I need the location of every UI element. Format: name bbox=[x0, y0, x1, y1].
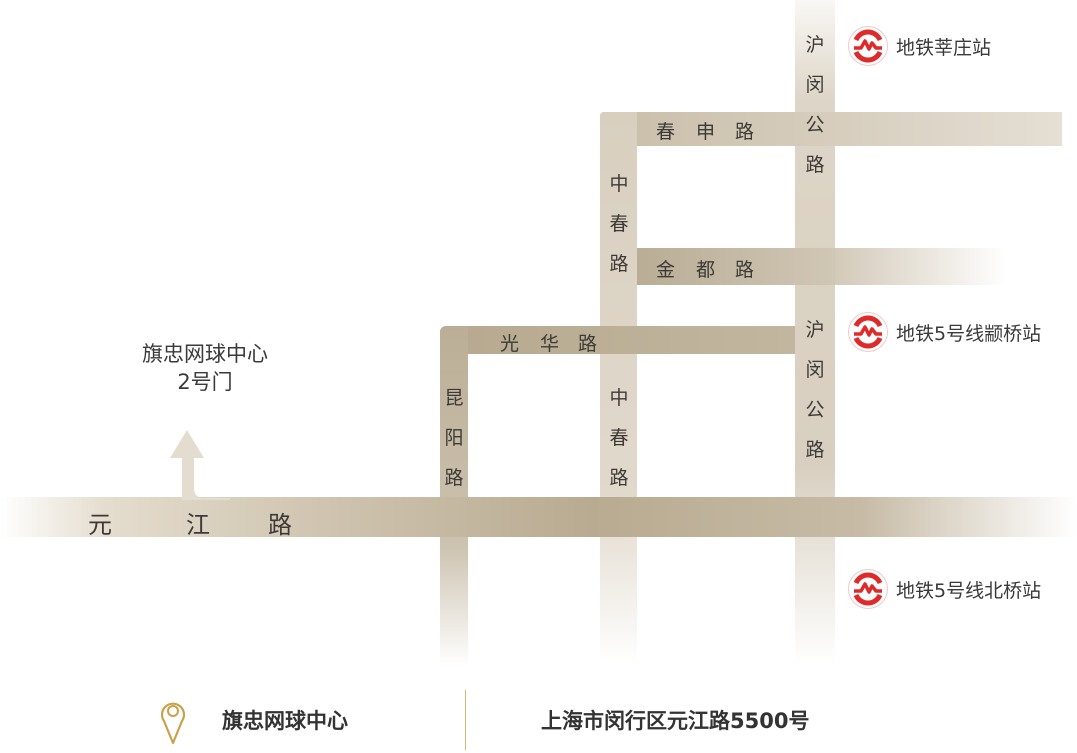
metro-label: 地铁5号线颛桥站 bbox=[896, 322, 1042, 345]
road-label: 路 bbox=[735, 121, 755, 143]
char: 路 bbox=[805, 439, 825, 461]
char: 路 bbox=[444, 467, 464, 489]
road-label: 春 bbox=[656, 121, 676, 143]
arrow-to-gate-icon bbox=[170, 430, 230, 500]
road-chunshen bbox=[600, 112, 1062, 146]
shanghai-metro-logo-icon bbox=[848, 26, 888, 66]
char: 中 bbox=[609, 387, 629, 409]
metro-station-beiqiao[interactable]: 地铁5号线北桥站 bbox=[848, 569, 1041, 609]
road-label: 元 bbox=[88, 511, 112, 539]
road-label-zhongchun-upper: 中春路 bbox=[607, 164, 631, 284]
char: 公 bbox=[805, 114, 825, 136]
char: 昆 bbox=[444, 387, 464, 409]
road-label: 路 bbox=[735, 259, 755, 281]
char: 路 bbox=[609, 467, 629, 489]
gate-label: 旗忠网球中心 2号门 bbox=[110, 340, 300, 396]
road-label: 路 bbox=[268, 511, 292, 539]
footer-divider bbox=[465, 690, 466, 750]
char: 沪 bbox=[805, 319, 825, 341]
road-label: 光 bbox=[500, 333, 520, 355]
char: 闵 bbox=[805, 359, 825, 381]
road-label: 华 bbox=[540, 333, 560, 355]
metro-label: 地铁莘庄站 bbox=[896, 36, 992, 59]
road-label: 金 bbox=[656, 259, 676, 281]
char: 春 bbox=[609, 427, 629, 449]
char: 公 bbox=[805, 399, 825, 421]
road-jindu bbox=[637, 248, 1007, 285]
char: 路 bbox=[805, 154, 825, 176]
road-label-zhongchun-lower: 中春路 bbox=[607, 378, 631, 498]
road-label: 申 bbox=[696, 121, 716, 143]
road-label-humin-lower: 沪闵公路 bbox=[803, 310, 827, 470]
road-label-kunyang: 昆阳路 bbox=[442, 378, 466, 498]
venue-address: 上海市闵行区元江路5500号 bbox=[541, 709, 810, 733]
metro-station-xinzhuang[interactable]: 地铁莘庄站 bbox=[848, 26, 991, 66]
road-guanghua bbox=[440, 326, 795, 354]
road-label-humin-upper: 沪闵公路 bbox=[803, 25, 827, 185]
road-yuanjiang bbox=[0, 497, 1077, 537]
char: 闵 bbox=[805, 74, 825, 96]
char: 中 bbox=[609, 173, 629, 195]
shanghai-metro-logo-icon bbox=[848, 312, 888, 352]
road-zhongchun bbox=[600, 112, 637, 665]
char: 路 bbox=[609, 253, 629, 275]
road-kunyang bbox=[440, 326, 468, 666]
venue-name: 旗忠网球中心 bbox=[222, 709, 348, 733]
shanghai-metro-logo-icon bbox=[848, 569, 888, 609]
road-label: 都 bbox=[696, 259, 716, 281]
metro-label: 地铁5号线北桥站 bbox=[896, 579, 1042, 602]
char: 沪 bbox=[805, 34, 825, 56]
gate-name: 旗忠网球中心 bbox=[142, 342, 268, 366]
metro-station-zhuanqiao[interactable]: 地铁5号线颛桥站 bbox=[848, 312, 1041, 352]
road-label: 江 bbox=[186, 511, 210, 539]
gate-number: 2号门 bbox=[177, 370, 233, 394]
char: 春 bbox=[609, 213, 629, 235]
road-label: 路 bbox=[578, 333, 598, 355]
char: 阳 bbox=[444, 427, 464, 449]
road-humin bbox=[795, 0, 835, 665]
location-pin-icon bbox=[161, 702, 185, 745]
